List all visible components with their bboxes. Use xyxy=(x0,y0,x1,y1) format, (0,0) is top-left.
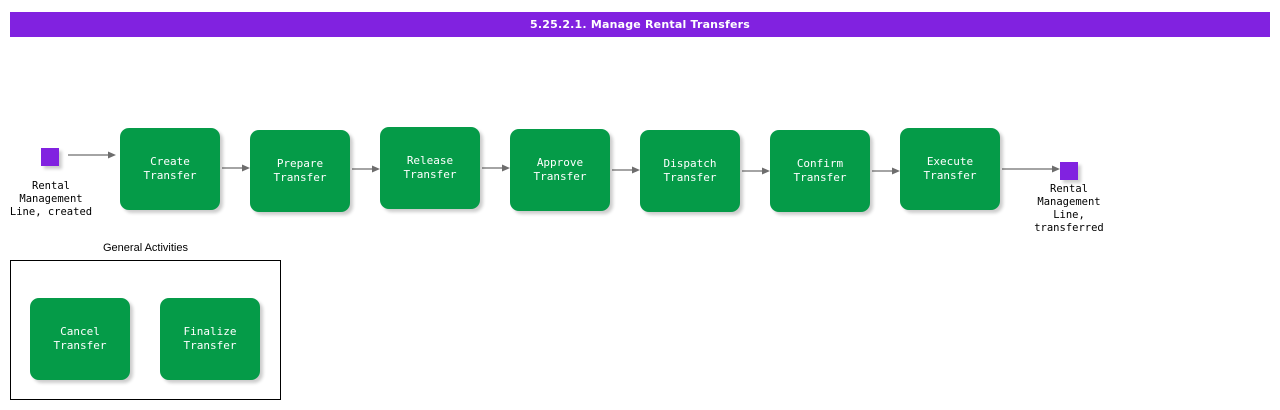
connector-dispatch-to-confirm xyxy=(742,167,770,175)
end-state-label: Rental Management Line, transferred xyxy=(1034,183,1104,234)
activity-execute-transfer[interactable]: Execute Transfer xyxy=(900,128,1000,210)
general-activities-group xyxy=(10,260,281,400)
activity-approve-transfer[interactable]: Approve Transfer xyxy=(510,129,610,211)
activity-label: Release Transfer xyxy=(403,154,457,181)
connector-create-to-prepare xyxy=(222,164,250,172)
activity-create-transfer[interactable]: Create Transfer xyxy=(120,128,220,210)
page-title-bar: 5.25.2.1. Manage Rental Transfers xyxy=(10,12,1270,37)
activity-dispatch-transfer[interactable]: Dispatch Transfer xyxy=(640,130,740,212)
connector-prepare-to-release xyxy=(352,165,380,173)
activity-label: Execute Transfer xyxy=(923,155,977,182)
connector-release-to-approve xyxy=(482,164,510,172)
activity-release-transfer[interactable]: Release Transfer xyxy=(380,127,480,209)
connector-start-to-create xyxy=(68,151,116,159)
activity-prepare-transfer[interactable]: Prepare Transfer xyxy=(250,130,350,212)
page-title: 5.25.2.1. Manage Rental Transfers xyxy=(530,18,750,31)
activity-label: Cancel Transfer xyxy=(53,325,107,352)
activity-label: Approve Transfer xyxy=(533,156,587,183)
end-state-square-icon xyxy=(1060,162,1078,180)
start-state-label: Rental Management Line, created xyxy=(9,180,93,218)
activity-label: Dispatch Transfer xyxy=(663,157,717,184)
activity-label: Create Transfer xyxy=(143,155,197,182)
connector-confirm-to-execute xyxy=(872,167,900,175)
activity-confirm-transfer[interactable]: Confirm Transfer xyxy=(770,130,870,212)
activity-label: Finalize Transfer xyxy=(183,325,237,352)
activity-finalize-transfer[interactable]: Finalize Transfer xyxy=(160,298,260,380)
activity-label: Confirm Transfer xyxy=(793,157,847,184)
connector-execute-to-end xyxy=(1002,165,1060,173)
general-activities-title: General Activities xyxy=(103,242,188,254)
activity-label: Prepare Transfer xyxy=(273,157,327,184)
activity-cancel-transfer[interactable]: Cancel Transfer xyxy=(30,298,130,380)
connector-approve-to-dispatch xyxy=(612,166,640,174)
start-state-square-icon xyxy=(41,148,59,166)
